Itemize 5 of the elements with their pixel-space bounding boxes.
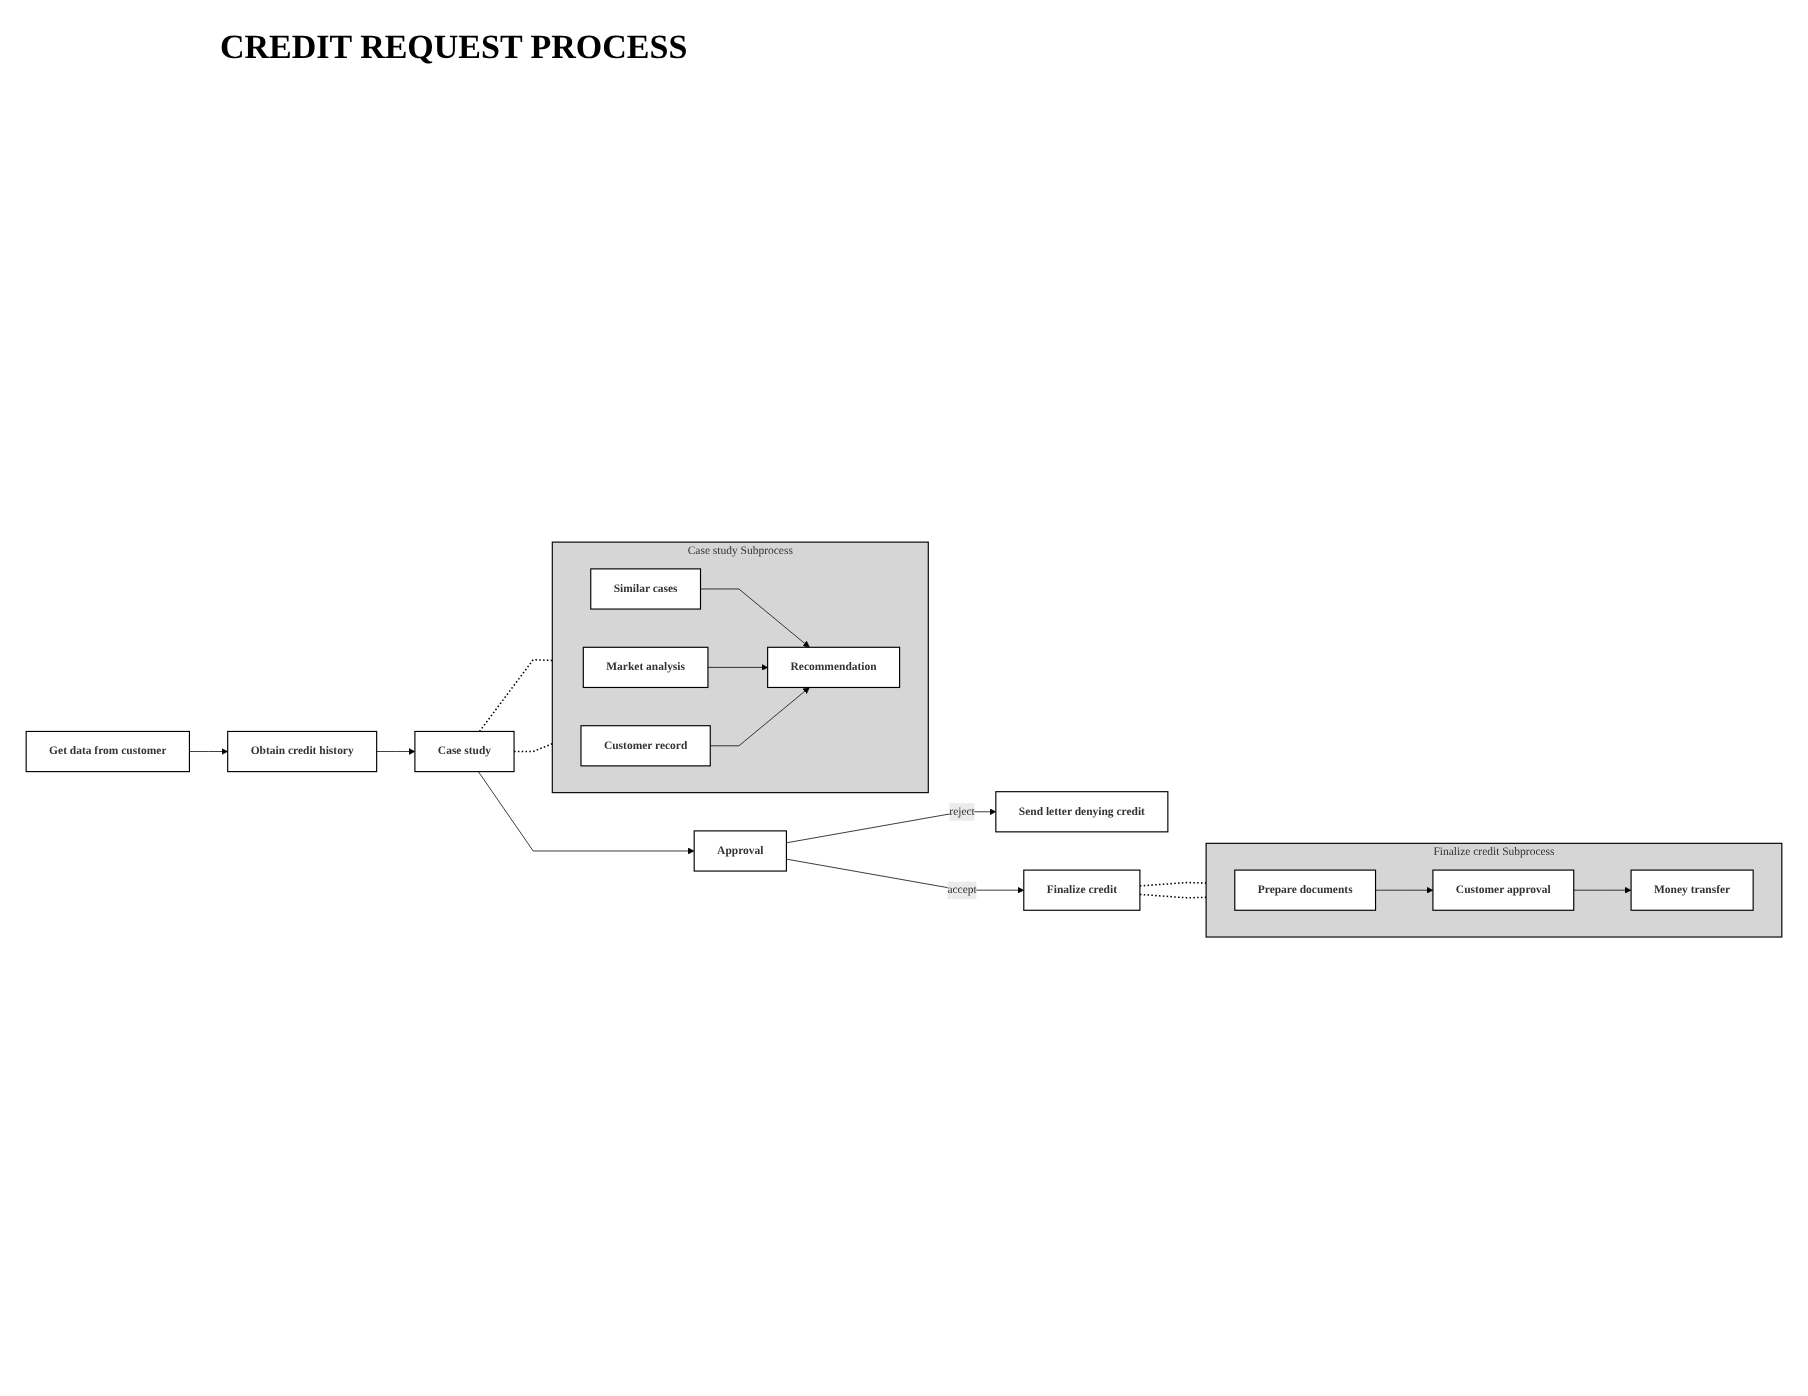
connector xyxy=(513,743,554,753)
connector xyxy=(1139,882,1207,888)
connector xyxy=(1139,894,1207,899)
connector xyxy=(478,659,554,733)
diagram-title: CREDIT REQUEST PROCESS xyxy=(220,28,688,68)
